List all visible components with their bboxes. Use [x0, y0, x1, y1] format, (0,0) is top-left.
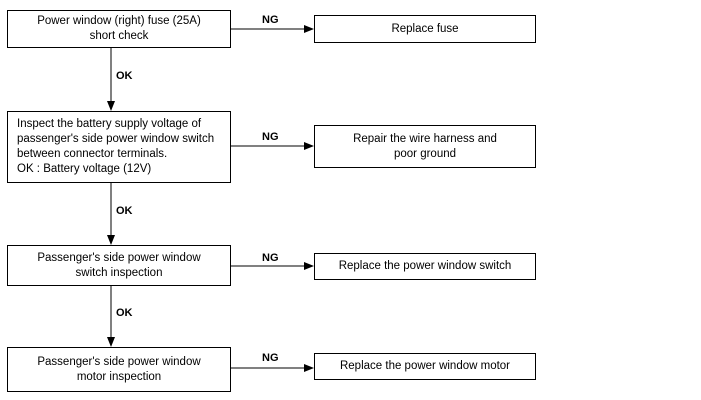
check-box-motor-inspection: Passenger's side power window motor insp… — [7, 347, 231, 392]
check-box-line: short check — [89, 30, 149, 42]
check-box-line: Inspect the battery supply voltage of — [17, 118, 202, 130]
result-box-line: Replace the power window motor — [339, 360, 511, 372]
check-box-battery-voltage: Inspect the battery supply voltage of pa… — [7, 111, 231, 183]
check-box-line: between connector terminals. — [17, 148, 168, 160]
result-box-line: poor ground — [393, 147, 457, 160]
result-box-repair-harness: Repair the wire harness and poor ground — [314, 125, 536, 168]
check-box-line: Passenger's side power window — [37, 355, 201, 368]
check-box-switch-inspection: Passenger's side power window switch ins… — [7, 245, 231, 286]
check-box-line: switch inspection — [75, 266, 163, 279]
ok-label: OK — [116, 205, 133, 217]
ng-label: NG — [262, 352, 279, 364]
result-box-replace-switch: Replace the power window switch — [314, 253, 536, 280]
ng-label: NG — [262, 14, 279, 26]
ng-label: NG — [262, 252, 279, 264]
ng-label: NG — [262, 131, 279, 143]
result-box-line: Replace the power window switch — [338, 260, 512, 272]
check-box-line: passenger's side power window switch — [17, 133, 215, 145]
result-box-line: Repair the wire harness and — [353, 132, 497, 145]
check-box-line: OK : Battery voltage (12V) — [17, 163, 152, 175]
ok-label: OK — [116, 70, 133, 82]
check-box-fuse-short: Power window (right) fuse (25A) short ch… — [7, 10, 231, 48]
check-box-line: motor inspection — [76, 370, 162, 383]
result-box-replace-fuse: Replace fuse — [314, 15, 536, 43]
check-box-line: Power window (right) fuse (25A) — [37, 15, 201, 27]
result-box-replace-motor: Replace the power window motor — [314, 353, 536, 380]
check-box-line: Passenger's side power window — [37, 251, 201, 264]
result-box-line: Replace fuse — [391, 22, 459, 35]
ok-label: OK — [116, 307, 133, 319]
